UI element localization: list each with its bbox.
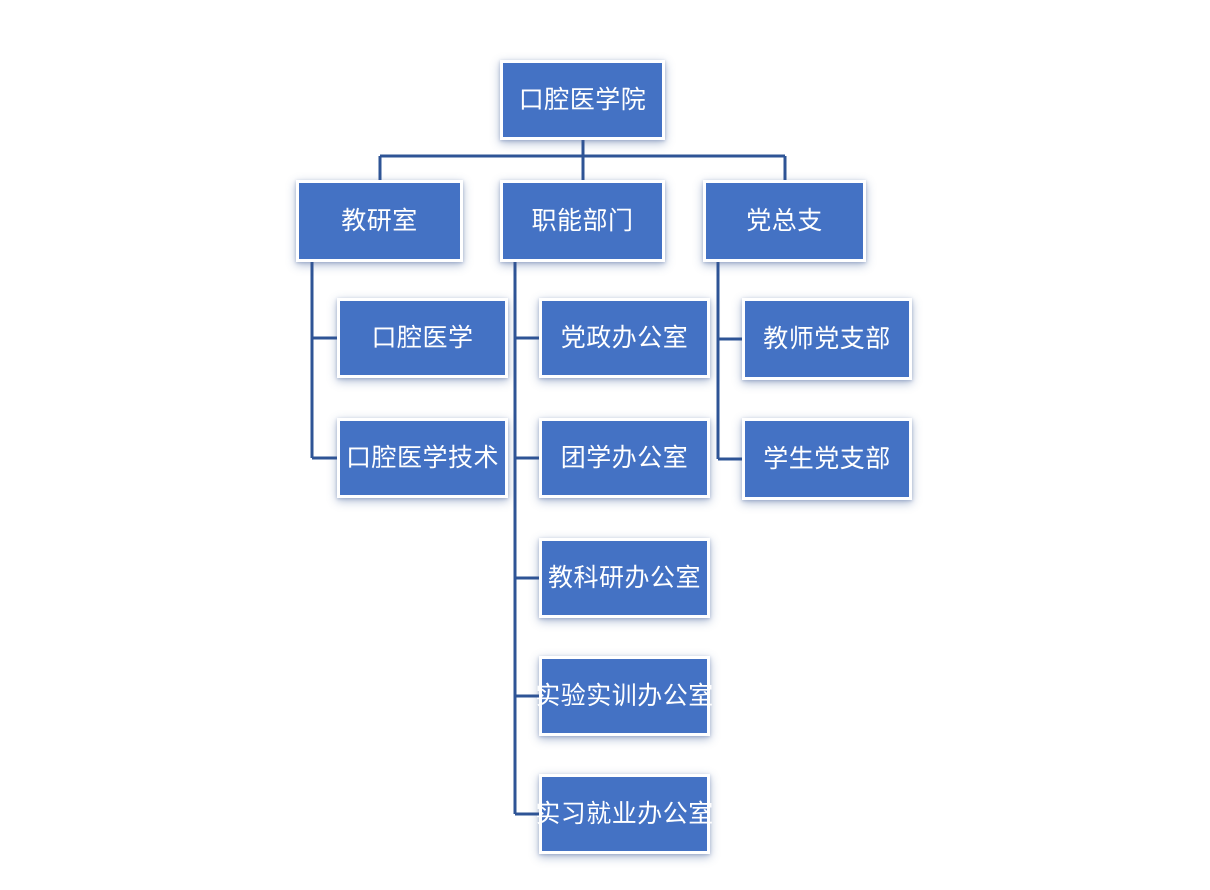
node-branch-party[interactable]: 党总支: [703, 180, 866, 262]
node-functional-child-2-label: 教科研办公室: [547, 563, 701, 592]
node-functional-child-3[interactable]: 实验实训办公室: [535, 656, 713, 736]
node-functional-child-2[interactable]: 教科研办公室: [539, 538, 710, 618]
node-branch-functional[interactable]: 职能部门: [500, 180, 665, 262]
node-functional-child-3-label: 实验实训办公室: [535, 681, 714, 710]
node-functional-child-4[interactable]: 实习就业办公室: [535, 774, 713, 854]
node-root-label: 口腔医学院: [518, 85, 647, 114]
node-party-child-0[interactable]: 教师党支部: [742, 298, 912, 380]
node-teaching-child-1[interactable]: 口腔医学技术: [337, 418, 508, 498]
node-branch-teaching[interactable]: 教研室: [296, 180, 463, 262]
node-branch-functional-label: 职能部门: [531, 206, 634, 235]
node-functional-child-4-label: 实习就业办公室: [535, 799, 714, 828]
node-functional-child-1[interactable]: 团学办公室: [539, 418, 710, 498]
node-functional-child-1-label: 团学办公室: [560, 443, 689, 472]
node-functional-child-0[interactable]: 党政办公室: [539, 298, 710, 378]
node-party-child-1[interactable]: 学生党支部: [742, 418, 912, 500]
node-teaching-child-0-label: 口腔医学: [371, 323, 474, 352]
node-root[interactable]: 口腔医学院: [500, 60, 665, 140]
node-party-child-1-label: 学生党支部: [763, 444, 891, 473]
node-branch-teaching-label: 教研室: [341, 206, 418, 235]
node-functional-child-0-label: 党政办公室: [560, 323, 689, 352]
node-party-child-0-label: 教师党支部: [763, 324, 891, 353]
node-branch-party-label: 党总支: [746, 206, 823, 235]
node-teaching-child-1-label: 口腔医学技术: [345, 443, 499, 472]
node-teaching-child-0[interactable]: 口腔医学: [337, 298, 508, 378]
